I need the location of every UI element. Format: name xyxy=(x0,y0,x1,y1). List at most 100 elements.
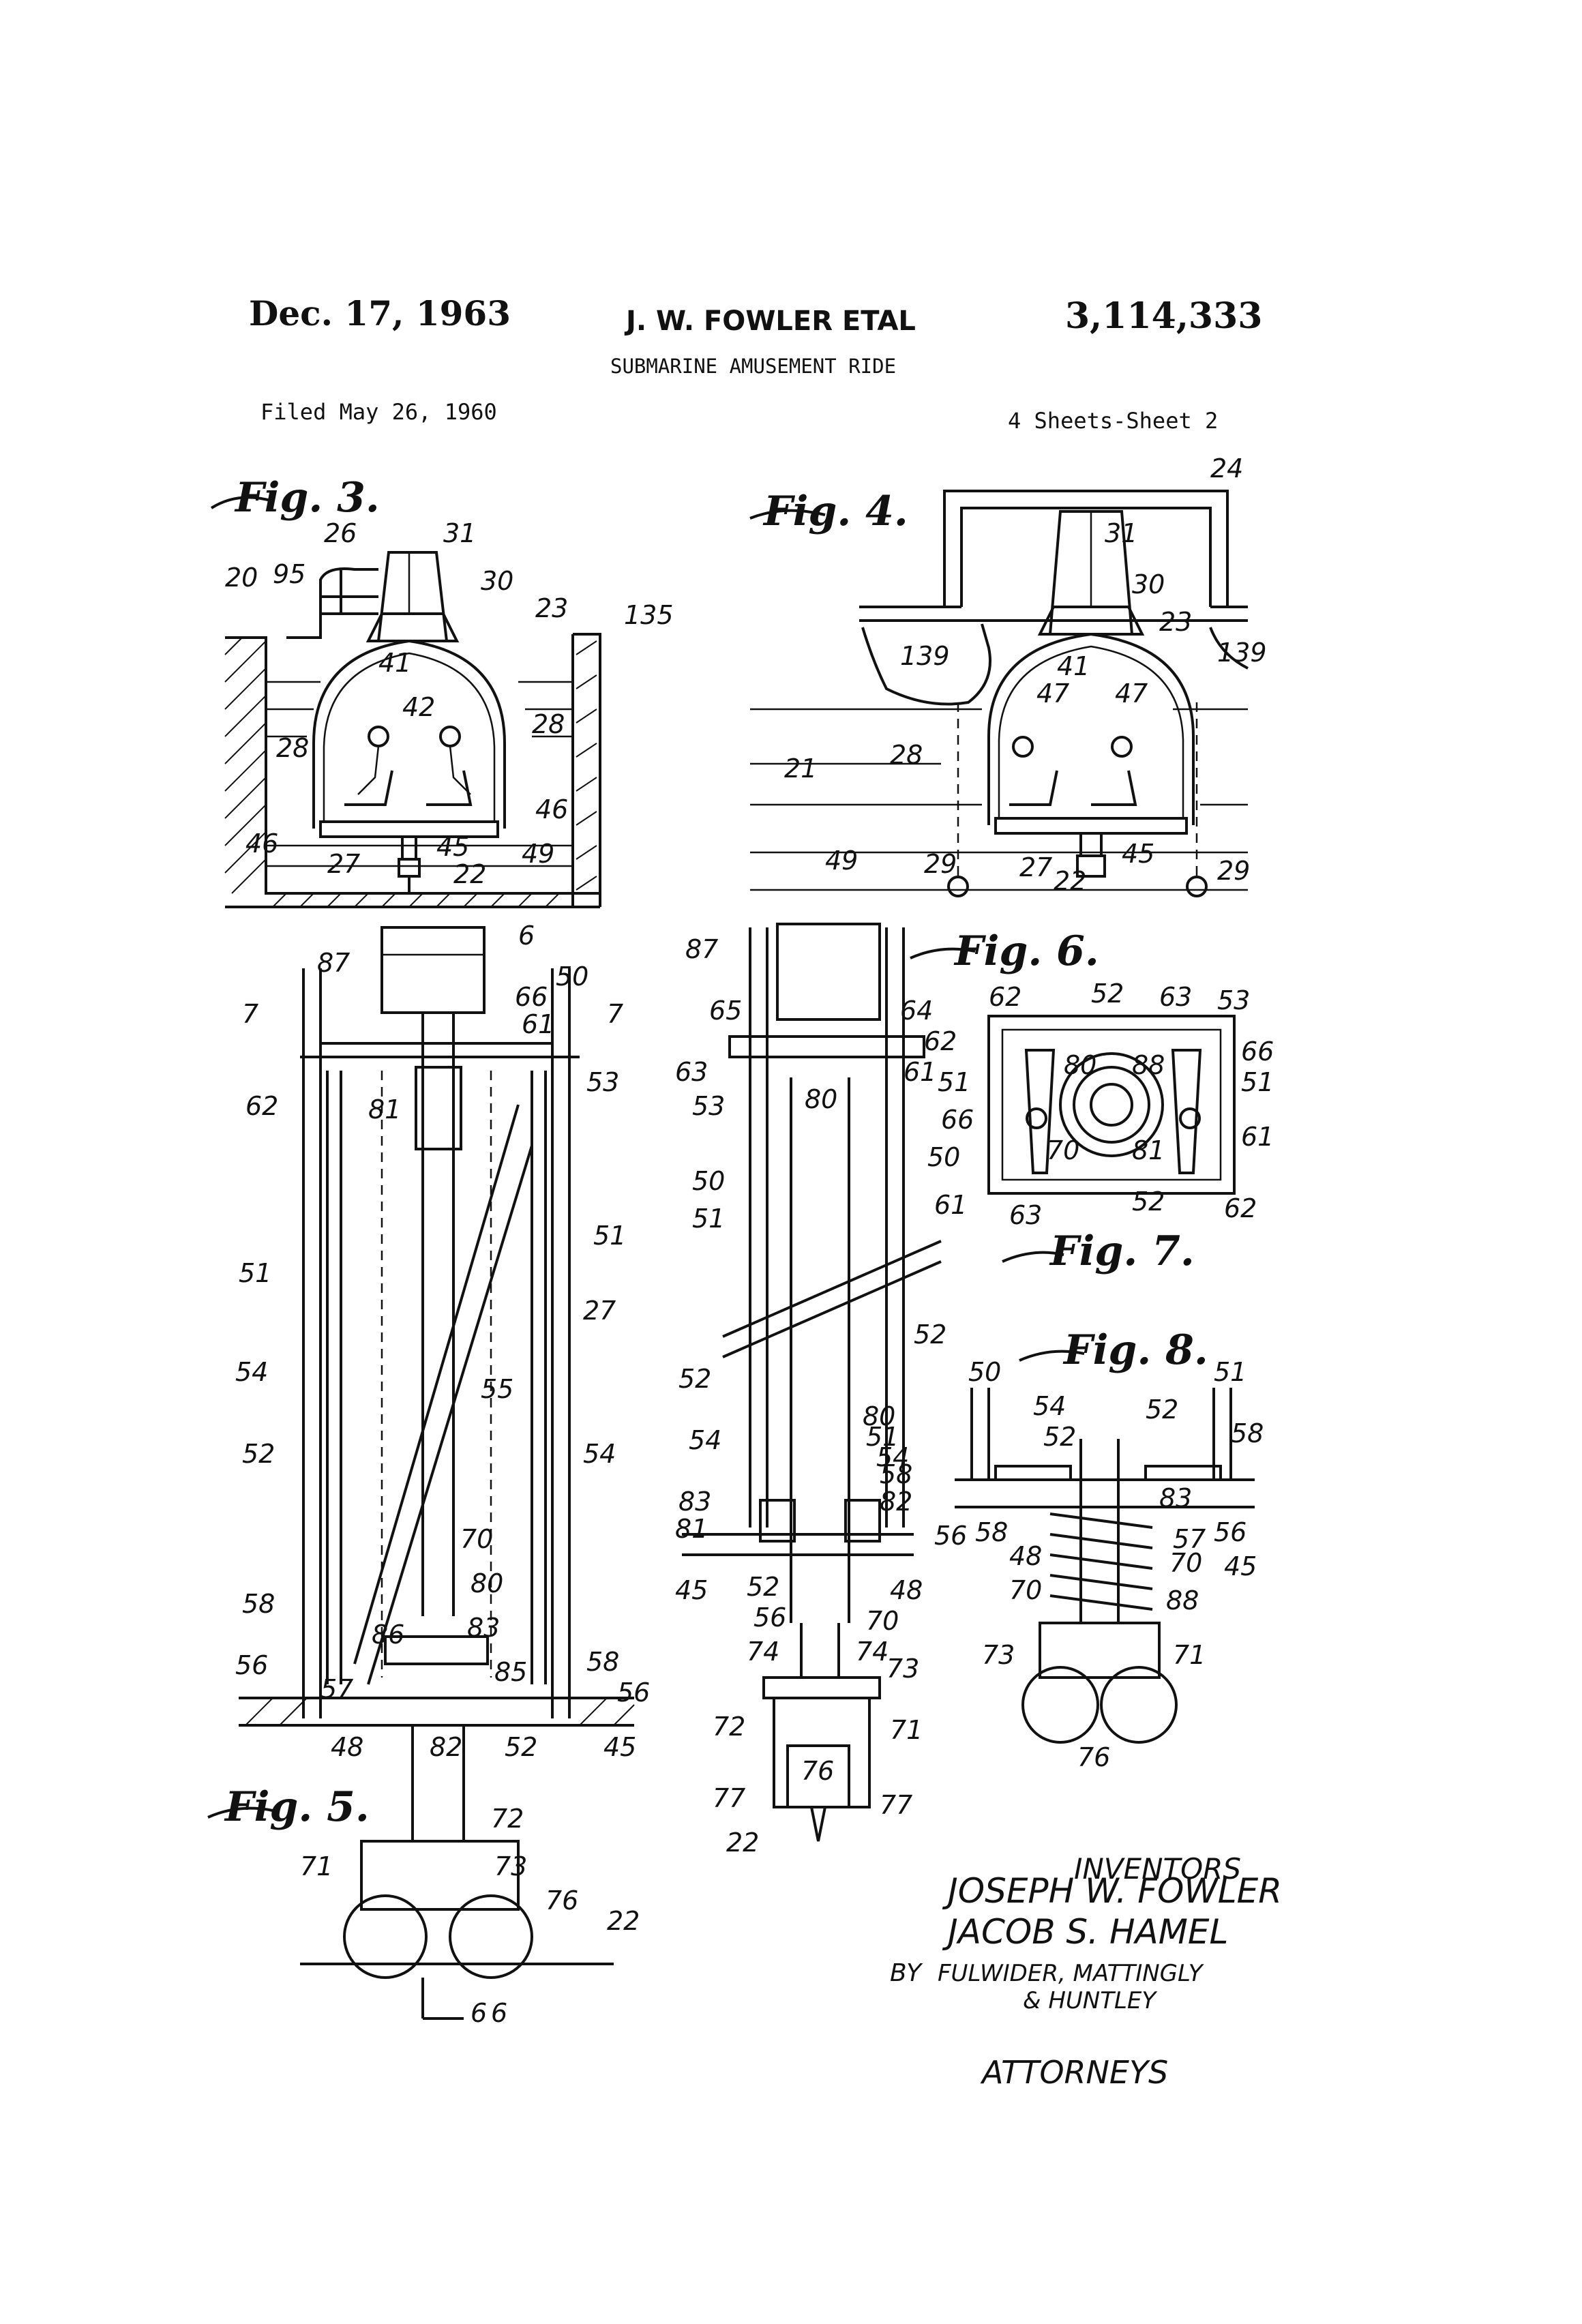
label: 27 xyxy=(583,1296,616,1326)
label: 80 xyxy=(805,1084,837,1114)
patent-number: 3,114,333 xyxy=(1065,295,1263,337)
label: 51 xyxy=(239,1258,271,1288)
label: 52 xyxy=(505,1732,537,1762)
label: 86 xyxy=(372,1620,404,1650)
label: 26 xyxy=(324,518,357,548)
label: 71 xyxy=(1173,1640,1206,1670)
label: 42 xyxy=(402,692,435,722)
label: 53 xyxy=(586,1067,619,1097)
label: 88 xyxy=(1166,1585,1199,1615)
label: 74 xyxy=(747,1637,779,1667)
section-mark-6b: 6 xyxy=(471,1998,487,2028)
label: 63 xyxy=(1009,1200,1042,1230)
label: 87 xyxy=(685,934,718,964)
label: 52 xyxy=(1132,1187,1165,1217)
label: 41 xyxy=(378,648,411,678)
patent-title: SUBMARINE AMUSEMENT RIDE xyxy=(610,355,897,378)
label: 73 xyxy=(982,1640,1015,1670)
label: 62 xyxy=(245,1091,278,1121)
label: 54 xyxy=(583,1439,616,1469)
label: 54 xyxy=(876,1442,909,1472)
label: 6 xyxy=(518,921,535,951)
label: 70 xyxy=(1009,1575,1042,1605)
label: 21 xyxy=(784,754,817,784)
label: 73 xyxy=(886,1654,919,1684)
label: 66 xyxy=(1241,1037,1274,1067)
inventors-label: INVENTORS xyxy=(1074,1852,1241,1886)
label: 28 xyxy=(276,733,309,763)
inventor-2-name: JACOB S. HAMEL xyxy=(942,1912,1228,1952)
reference-numerals: 26 31 20 95 30 23 135 41 42 28 28 46 46 … xyxy=(225,453,1274,2028)
label: 139 xyxy=(900,641,950,671)
label: 23 xyxy=(1159,607,1192,637)
label: 51 xyxy=(593,1221,626,1251)
label: 50 xyxy=(692,1166,725,1196)
label: 53 xyxy=(1217,985,1250,1015)
label: 52 xyxy=(1043,1422,1076,1452)
figure-8: Fig. 8. xyxy=(955,1326,1255,1744)
label: 46 xyxy=(245,829,278,859)
label: 82 xyxy=(430,1732,462,1762)
label: 7 xyxy=(607,999,623,1029)
label: 56 xyxy=(753,1603,786,1633)
label: 51 xyxy=(1241,1067,1274,1097)
sheet-count: 4 Sheets-Sheet 2 xyxy=(1008,408,1219,434)
label: 54 xyxy=(1033,1391,1066,1421)
label: 51 xyxy=(938,1067,970,1097)
label: 54 xyxy=(689,1425,721,1455)
label: 57 xyxy=(1173,1524,1206,1554)
label: 52 xyxy=(1091,979,1124,1009)
label: 55 xyxy=(481,1374,513,1404)
label: 95 xyxy=(273,559,305,589)
label: 6 xyxy=(491,1998,507,2028)
label: 76 xyxy=(546,1886,578,1916)
label: 61 xyxy=(522,1009,554,1039)
label: 50 xyxy=(556,962,588,992)
label: 63 xyxy=(675,1057,708,1087)
label: 80 xyxy=(471,1568,503,1598)
label: 45 xyxy=(603,1732,636,1762)
label: 82 xyxy=(880,1487,912,1517)
label: 83 xyxy=(678,1487,711,1517)
label: 71 xyxy=(300,1851,333,1881)
label: 74 xyxy=(856,1637,889,1667)
label: 22 xyxy=(726,1828,759,1858)
label: 61 xyxy=(904,1057,936,1087)
label: 62 xyxy=(1224,1193,1257,1223)
label: 22 xyxy=(1054,866,1086,896)
figure-6-side xyxy=(682,923,942,1842)
label: 52 xyxy=(678,1364,711,1394)
label: 58 xyxy=(880,1459,912,1489)
label: 29 xyxy=(924,849,957,879)
label: 87 xyxy=(317,948,350,978)
label: 49 xyxy=(825,846,858,876)
label: 81 xyxy=(1132,1135,1165,1165)
label: 70 xyxy=(866,1606,899,1636)
label: 53 xyxy=(692,1091,725,1121)
label: 56 xyxy=(934,1521,967,1551)
label: 61 xyxy=(934,1190,967,1220)
label: 66 xyxy=(515,982,548,1012)
label: 45 xyxy=(1224,1551,1257,1581)
filed-date: Filed May 26, 1960 xyxy=(260,399,497,425)
firm-line-2: & HUNTLEY xyxy=(1023,1987,1157,2014)
label: 27 xyxy=(1019,852,1052,882)
label: 45 xyxy=(675,1575,708,1605)
label: 73 xyxy=(494,1851,527,1881)
label: 56 xyxy=(235,1650,268,1680)
label: 58 xyxy=(242,1589,275,1619)
label: 58 xyxy=(586,1647,619,1677)
label: 50 xyxy=(927,1142,960,1172)
by-label: BY xyxy=(890,1959,923,1987)
label: 45 xyxy=(436,832,469,862)
label: 30 xyxy=(481,566,513,596)
label: 72 xyxy=(491,1804,524,1834)
label: 135 xyxy=(624,600,674,630)
label: 49 xyxy=(522,839,554,869)
inventor-short: J. W. FOWLER ETAL xyxy=(626,306,916,337)
label: 62 xyxy=(989,982,1021,1012)
fig6-title: Fig. 6. xyxy=(953,927,1099,975)
label: 47 xyxy=(1115,679,1148,709)
label: 48 xyxy=(331,1732,363,1762)
label: 23 xyxy=(535,593,568,623)
